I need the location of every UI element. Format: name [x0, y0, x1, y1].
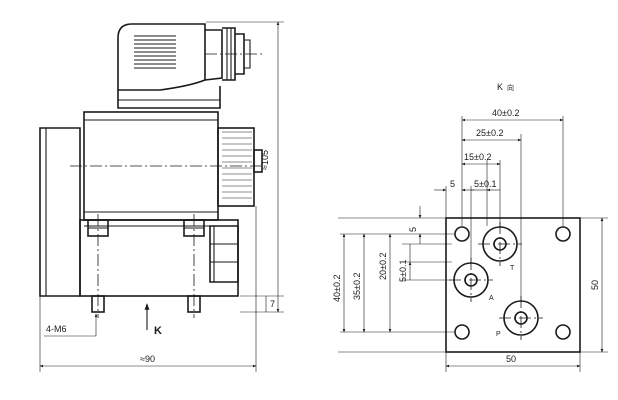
dim-v5b-label: 5±0.1 — [398, 260, 408, 282]
dim-v40-label: 40±0.2 — [332, 275, 342, 302]
port-p: P — [496, 300, 539, 338]
mounting-face — [445, 217, 581, 353]
plug-connector — [117, 23, 262, 91]
right-dimension: 50 — [580, 217, 608, 353]
port-t-label: T — [510, 265, 515, 272]
width-dim-label: ≈90 — [140, 354, 155, 364]
dim-5a-label: 5 — [450, 179, 455, 189]
k-view-title: K — [497, 82, 503, 92]
base-dimension: 7 — [240, 295, 284, 312]
top-dimensions: 40±0.2 25±0.2 15±0.2 5 5±0.1 — [434, 108, 564, 300]
k-view-title-suffix: 向 — [507, 83, 514, 92]
dim-15-label: 15±0.2 — [464, 152, 491, 162]
dim-5b-label: 5±0.1 — [474, 179, 496, 189]
dim-40-label: 40±0.2 — [492, 108, 519, 118]
thread-callout: 4-M6 — [44, 313, 98, 337]
mounting-hole-tl — [454, 226, 470, 242]
side-view: K ≈105 7 4-M6 ≈90 — [39, 21, 284, 372]
port-a: A — [453, 262, 494, 302]
dim-25-label: 25±0.2 — [476, 128, 503, 138]
bottom-dimension: 50 — [445, 352, 581, 372]
dim-v35-label: 35±0.2 — [352, 273, 362, 300]
left-dimensions: 5 20±0.2 5±0.1 35±0.2 40±0.2 — [332, 206, 454, 353]
dim-v20-label: 20±0.2 — [378, 253, 388, 280]
port-p-label: P — [496, 331, 501, 338]
thread-label: 4-M6 — [46, 324, 67, 334]
height-dim-label: ≈105 — [260, 150, 270, 170]
mounting-hole-bl — [454, 324, 470, 340]
k-view: K 向 T A P — [332, 82, 608, 372]
dim-w50-label: 50 — [506, 354, 516, 364]
side-view-arrow-label: K — [154, 325, 162, 337]
dim-h50-label: 50 — [590, 280, 600, 290]
height-dimension: ≈105 — [206, 21, 284, 313]
port-a-label: A — [489, 295, 494, 302]
dim-v5-label: 5 — [408, 227, 418, 232]
base-dim-label: 7 — [270, 299, 275, 309]
mounting-hole-tr — [555, 226, 571, 242]
mounting-hole-br — [555, 324, 571, 340]
width-dimension: ≈90 — [39, 206, 257, 372]
